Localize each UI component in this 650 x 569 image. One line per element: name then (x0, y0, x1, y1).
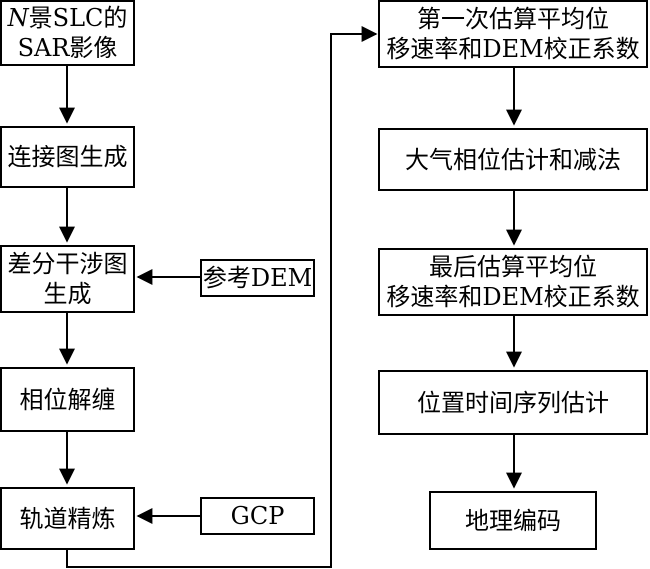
gcp-box: GCP (200, 497, 315, 535)
reference-dem-box: 参考DEM (200, 259, 315, 297)
arrow-orbit-to-first-estimate (66, 26, 378, 568)
sar-input-box: N景SLC的 SAR影像 (0, 0, 135, 66)
reference-dem-label: 参考DEM (202, 264, 313, 292)
final-estimate-box: 最后估算平均位 移速率和DEM校正系数 (378, 248, 648, 316)
sar-input-n: N (7, 4, 29, 32)
connect-graph-box: 连接图生成 (0, 126, 135, 188)
connect-graph-label: 连接图生成 (7, 143, 128, 171)
position-timeseries-box: 位置时间序列估计 (378, 370, 648, 435)
orbit-refine-box: 轨道精炼 (0, 487, 135, 550)
phase-unwrap-box: 相位解缠 (0, 367, 135, 432)
geocoding-label: 地理编码 (465, 506, 561, 535)
sar-input-line1-rest: 景SLC的 (28, 4, 128, 32)
sar-input-line1: N景SLC的 (8, 3, 128, 33)
gcp-label: GCP (230, 502, 285, 530)
diff-interferogram-line1: 差分干涉图 (7, 250, 128, 278)
atmosphere-removal-box: 大气相位估计和减法 (378, 128, 648, 191)
orbit-refine-label: 轨道精炼 (19, 504, 116, 533)
position-timeseries-label: 位置时间序列估计 (417, 388, 609, 417)
final-estimate-line2: 移速率和DEM校正系数 (386, 283, 640, 311)
first-estimate-line2: 移速率和DEM校正系数 (386, 35, 640, 63)
phase-unwrap-label: 相位解缠 (19, 385, 116, 414)
first-estimate-box: 第一次估算平均位 移速率和DEM校正系数 (378, 0, 648, 68)
sar-input-line2: SAR影像 (17, 34, 118, 62)
diff-interferogram-line2: 生成 (43, 280, 92, 308)
geocoding-box: 地理编码 (429, 491, 597, 550)
diff-interferogram-box: 差分干涉图 生成 (0, 245, 135, 313)
atmosphere-removal-label: 大气相位估计和减法 (405, 145, 621, 174)
first-estimate-line1: 第一次估算平均位 (417, 5, 609, 33)
final-estimate-line1: 最后估算平均位 (429, 253, 597, 281)
